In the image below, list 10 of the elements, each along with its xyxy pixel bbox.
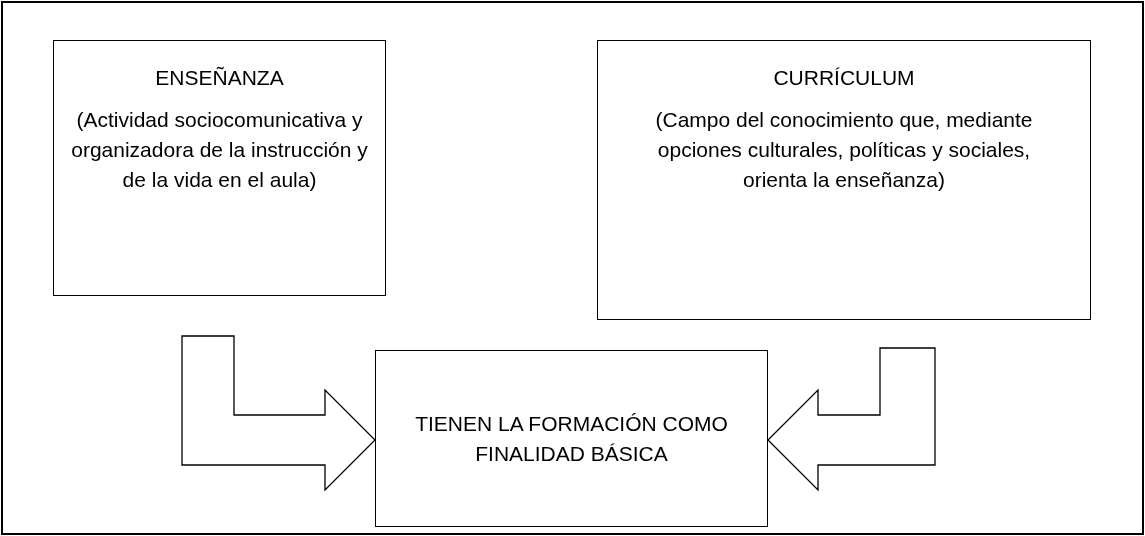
text-box bbox=[53, 40, 386, 296]
box-heading: ENSEÑANZA bbox=[155, 65, 284, 91]
text-box bbox=[375, 350, 768, 527]
block-arrow bbox=[767, 347, 936, 492]
box-description: (Actividad sociocomunicativa y organizadora de la instrucción y de la vida en el aula) bbox=[70, 107, 369, 193]
box-description: (Campo del conocimiento que, mediante opciones culturales, políticas y sociales, orienta la enseñanza) bbox=[654, 107, 1034, 193]
box-heading: TIENEN LA FORMACIÓN COMO FINALIDAD BÁSICA bbox=[414, 410, 729, 467]
block-arrow bbox=[181, 335, 376, 492]
box-heading: CURRÍCULUM bbox=[773, 65, 915, 91]
text-box bbox=[597, 40, 1091, 320]
